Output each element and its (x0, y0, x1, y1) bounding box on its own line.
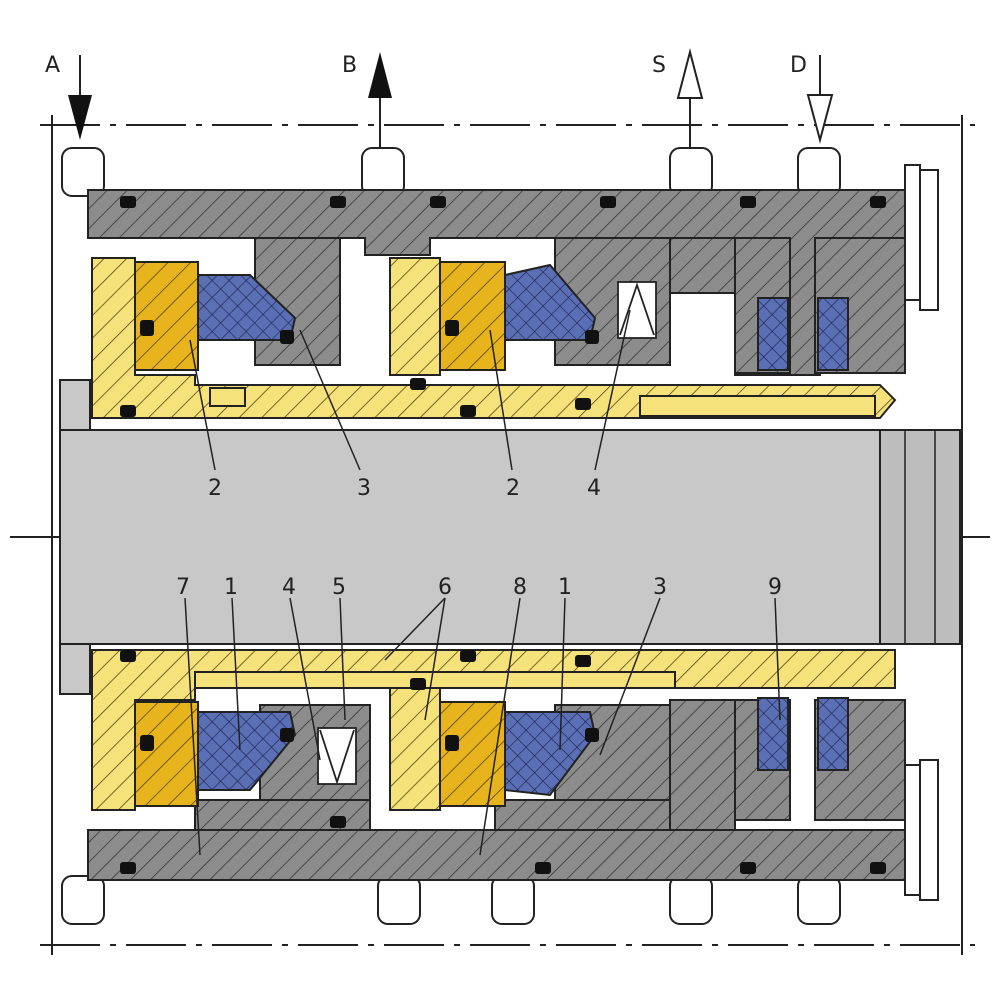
callouts-bottom: 7 1 4 5 6 8 1 3 9 (176, 575, 782, 600)
port-label-d: D (790, 53, 807, 78)
shaft (59, 379, 961, 695)
callout-top-1: 2 (208, 476, 222, 501)
packing-rings (757, 297, 849, 771)
sleeve-bottom (91, 649, 896, 811)
callout-bottom-2: 1 (224, 575, 238, 600)
leader-lines-top (189, 309, 631, 471)
leader-lines-bottom (184, 597, 781, 856)
housing-bottom (87, 699, 939, 901)
callout-top-4: 4 (587, 476, 601, 501)
housing-top (87, 164, 939, 376)
o-rings (120, 196, 886, 874)
callout-bottom-7: 1 (558, 575, 572, 600)
callout-bottom-8: 3 (653, 575, 667, 600)
port-label-b: B (342, 53, 357, 78)
callout-top-3: 2 (506, 476, 520, 501)
seal-faces (134, 261, 506, 807)
callout-top-2: 3 (357, 476, 371, 501)
port-arrows (68, 48, 834, 148)
callout-bottom-6: 8 (513, 575, 527, 600)
callout-bottom-5: 6 (438, 575, 452, 600)
port-label-s: S (652, 53, 666, 78)
callout-bottom-4: 5 (332, 575, 346, 600)
callout-bottom-3: 4 (282, 575, 296, 600)
springs (317, 281, 657, 785)
callout-bottom-9: 9 (768, 575, 782, 600)
port-label-a: A (45, 53, 60, 78)
callouts-top: 2 3 2 4 (208, 476, 601, 501)
carbon-inserts (197, 263, 597, 797)
sleeve-top (91, 257, 897, 419)
callout-bottom-1: 7 (176, 575, 190, 600)
